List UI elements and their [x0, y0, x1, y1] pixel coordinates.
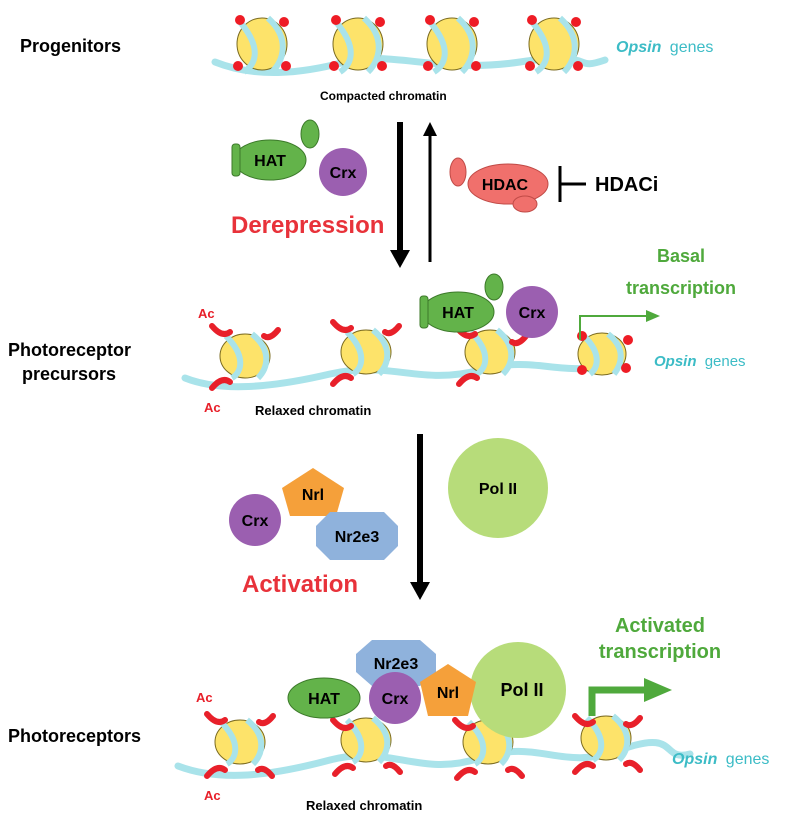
acetylated-nucleosome [209, 323, 281, 391]
activated-transcription-arrow [588, 678, 672, 716]
acetylated-nucleosome [454, 325, 529, 387]
hdac-inhibitor: HDACi [558, 166, 658, 202]
nucleosome [423, 15, 481, 75]
crx-label-4: Crx [382, 691, 409, 708]
crx-label-2: Crx [519, 305, 546, 322]
nucleosome [329, 15, 387, 75]
stage-label-photoreceptors: Photoreceptors [8, 726, 141, 746]
stage-label-progenitors: Progenitors [20, 36, 121, 56]
genes-word: genes [670, 39, 714, 56]
nr2e3-protein-2: Nr2e3 [356, 640, 436, 686]
acetyl-mark-2b: Ac [204, 788, 221, 803]
crx-protein-4: Crx [369, 672, 421, 724]
acetylated-nucleosome [572, 713, 643, 775]
hat-enzyme-2: HAT [419, 273, 504, 333]
dna-strand [181, 358, 624, 391]
arrow-head-up [423, 122, 437, 136]
hat-enzyme-3: HAT [287, 677, 361, 719]
crx-protein-2: Crx [506, 286, 558, 338]
basal-transcription-arrow [579, 310, 660, 340]
stage-label-precursors-1: Photoreceptor [8, 340, 131, 360]
nr2e3-label-1: Nr2e3 [335, 529, 380, 546]
nucleosome [233, 15, 291, 75]
nrl-label-2: Nrl [437, 685, 459, 702]
pol2-enzyme-2: Pol II [470, 642, 566, 738]
crx-label-1: Crx [330, 165, 357, 182]
opsin-word: Opsin [654, 353, 697, 370]
activation-label: Activation [242, 571, 358, 598]
pol2-enzyme-1: Pol II [448, 438, 548, 538]
nucleosome [577, 331, 633, 377]
relaxed-chromatin-1 [181, 319, 633, 391]
relaxed-chromatin-label-2: Relaxed chromatin [306, 798, 422, 813]
arrow-head-down [390, 250, 410, 268]
opsin-word: Opsin [616, 39, 662, 56]
hdac-enzyme: HDAC [449, 157, 549, 213]
acetylated-nucleosome [330, 319, 402, 387]
genes-word: genes [726, 751, 770, 768]
compacted-chromatin [211, 15, 609, 76]
activated-transcription-label-2: transcription [599, 641, 721, 663]
nrl-protein-2: Nrl [420, 664, 476, 716]
acetylated-nucleosome [204, 711, 276, 779]
crx-protein-1: Crx [319, 148, 367, 196]
stage-label-precursors-2: precursors [22, 364, 116, 384]
derepression-label: Derepression [231, 212, 384, 239]
opsin-genes-label-1: Opsin genes [616, 39, 713, 56]
hat-label-2: HAT [442, 305, 474, 322]
nrl-protein-1: Nrl [282, 468, 344, 516]
pol2-label-2: Pol II [500, 680, 543, 700]
hat-label-1: HAT [254, 153, 286, 170]
crx-protein-3: Crx [229, 494, 281, 546]
crx-label-3: Crx [242, 513, 269, 530]
nrl-label-1: Nrl [302, 487, 324, 504]
nucleosome [525, 15, 583, 75]
compacted-chromatin-label: Compacted chromatin [320, 89, 447, 103]
hat-label-3: HAT [308, 691, 340, 708]
basal-transcription-label-2: transcription [626, 278, 736, 298]
hdaci-label: HDACi [595, 174, 658, 196]
opsin-word: Opsin [672, 751, 718, 768]
opsin-genes-label-3: Opsin genes [672, 751, 769, 768]
arrow-head-activation [410, 582, 430, 600]
relaxed-chromatin-label-1: Relaxed chromatin [255, 403, 371, 418]
acetyl-mark-2a: Ac [196, 690, 213, 705]
acetyl-mark-1a: Ac [198, 306, 215, 321]
genes-word: genes [705, 353, 746, 370]
acetyl-mark-1b: Ac [204, 400, 221, 415]
activated-transcription-label-1: Activated [615, 615, 705, 637]
pol2-label-1: Pol II [479, 481, 517, 498]
hat-enzyme-1: HAT [231, 119, 320, 181]
opsin-genes-label-2: Opsin genes [654, 353, 746, 370]
nr2e3-label-2: Nr2e3 [374, 656, 419, 673]
hdac-label: HDAC [482, 177, 529, 194]
acetylated-nucleosome [330, 715, 403, 777]
nr2e3-protein-1: Nr2e3 [316, 512, 398, 560]
relaxed-chromatin-2 [174, 711, 694, 781]
basal-transcription-label-1: Basal [657, 246, 705, 266]
